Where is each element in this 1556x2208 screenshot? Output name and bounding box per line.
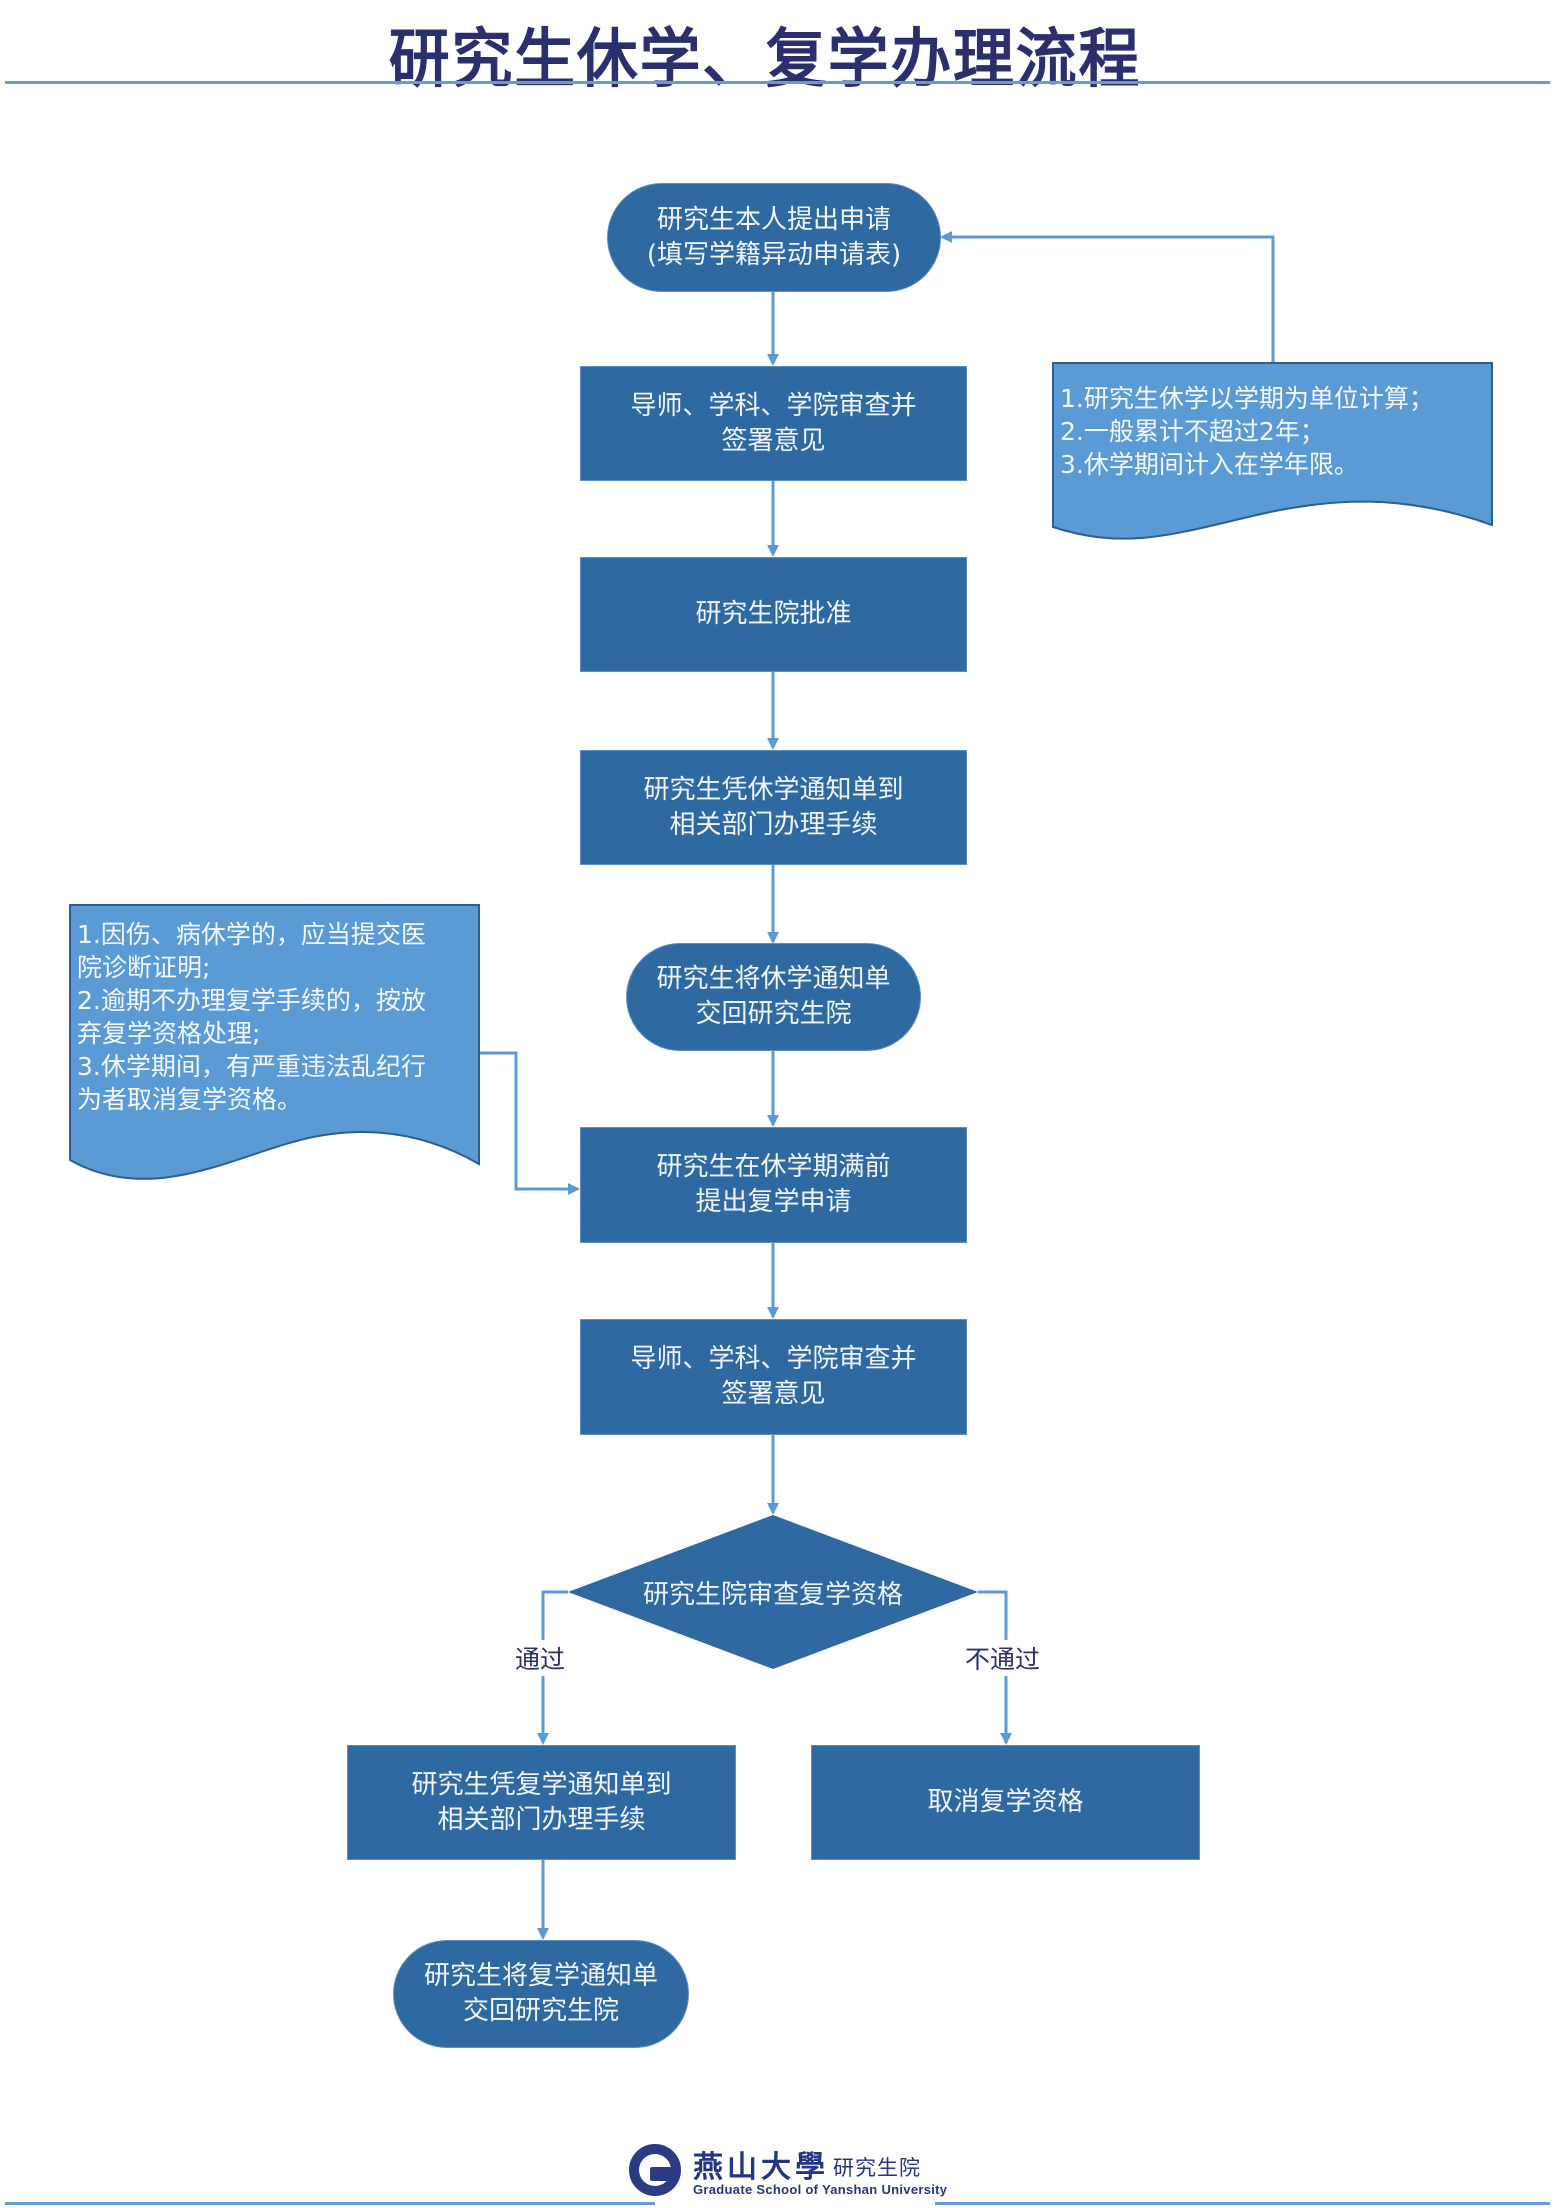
- branch-label-pass: 通过: [513, 1640, 568, 1676]
- university-name-cn: 燕山大學: [693, 2150, 829, 2185]
- page-title: 研究生休学、复学办理流程: [388, 23, 1142, 97]
- node-cancel-label: 取消复学资格: [927, 1787, 1084, 1817]
- node-procedures-2-line1: 研究生凭复学通知单到: [411, 1769, 672, 1800]
- node-review-2: 导师、学科、学院审查并 签署意见: [580, 1319, 967, 1435]
- branch-label-fail: 不通过: [963, 1640, 1043, 1676]
- note-left-line-4: 弃复学资格处理;: [77, 1019, 261, 1048]
- node-review-2-line1: 导师、学科、学院审查并: [630, 1344, 917, 1374]
- node-return-notice-2-line2: 交回研究生院: [462, 1996, 619, 2026]
- note-left: 1.因伤、病休学的，应当提交医 院诊断证明; 2.逾期不办理复学手续的，按放 弃…: [77, 918, 426, 1116]
- node-procedures-1-line2: 相关部门办理手续: [669, 809, 878, 840]
- node-resume-apply: 研究生在休学期满前 提出复学申请: [580, 1127, 967, 1243]
- note-right-item-2: 2.一般累计不超过2年；: [1060, 417, 1325, 446]
- node-review-1: 导师、学科、学院审查并 签署意见: [580, 366, 967, 481]
- connector-left-note-resume: [478, 1051, 580, 1195]
- decision-label: 研究生院审查复学资格: [642, 1580, 903, 1610]
- node-apply-line2: (填写学籍异动申请表): [646, 239, 902, 270]
- node-return-notice-1-line1: 研究生将休学通知单: [656, 964, 891, 994]
- university-name-en: Graduate School of Yanshan University: [693, 2182, 948, 2197]
- note-left-line-5: 3.休学期间，有严重违法乱纪行: [77, 1052, 426, 1081]
- node-return-notice-2-line1: 研究生将复学通知单: [423, 1961, 658, 1991]
- node-review-1-line1: 导师、学科、学院审查并: [630, 390, 917, 421]
- title-divider: [5, 81, 1550, 84]
- node-approve: 研究生院批准: [580, 557, 967, 672]
- footer-logo: 燕山大學 研究生院 Graduate School of Yanshan Uni…: [625, 2140, 948, 2202]
- node-return-notice-2: 研究生将复学通知单 交回研究生院: [393, 1940, 689, 2048]
- node-apply-line1: 研究生本人提出申请: [656, 204, 891, 235]
- note-left-line-1: 1.因伤、病休学的，应当提交医: [77, 920, 426, 949]
- node-return-notice-1-line2: 交回研究生院: [695, 999, 852, 1029]
- connector-decision-pass: [537, 1590, 568, 1745]
- connector-right-note-apply: [940, 231, 1275, 365]
- node-cancel: 取消复学资格: [811, 1745, 1200, 1860]
- decision-diamond: [568, 1515, 978, 1669]
- note-right: 1.研究生休学以学期为单位计算； 2.一般累计不超过2年； 3.休学期间计入在学…: [1060, 382, 1434, 481]
- node-approve-label: 研究生院批准: [695, 599, 852, 629]
- node-return-notice-1: 研究生将休学通知单 交回研究生院: [626, 943, 921, 1051]
- connector-decision-fail: [978, 1590, 1012, 1745]
- note-left-line-6: 为者取消复学资格。: [77, 1085, 303, 1114]
- university-seal-icon: [629, 2144, 681, 2196]
- node-apply: 研究生本人提出申请 (填写学籍异动申请表): [607, 183, 941, 292]
- node-review-1-line2: 签署意见: [721, 425, 826, 456]
- node-procedures-2: 研究生凭复学通知单到 相关部门办理手续: [347, 1745, 736, 1860]
- node-procedures-1-line1: 研究生凭休学通知单到: [643, 774, 904, 805]
- note-right-item-3: 3.休学期间计入在学年限。: [1060, 450, 1359, 479]
- note-right-item-1: 1.研究生休学以学期为单位计算；: [1060, 384, 1434, 413]
- note-right-shape: [1052, 362, 1493, 540]
- note-left-line-3: 2.逾期不办理复学手续的，按放: [77, 986, 426, 1015]
- node-procedures-1: 研究生凭休学通知单到 相关部门办理手续: [580, 750, 967, 865]
- note-left-shape: [69, 904, 480, 1180]
- footer-divider-left: [5, 2202, 655, 2205]
- footer-divider-right: [935, 2202, 1550, 2205]
- department-name-cn: 研究生院: [833, 2156, 921, 2180]
- node-review-2-line2: 签署意见: [721, 1379, 826, 1409]
- node-procedures-2-line2: 相关部门办理手续: [437, 1804, 646, 1835]
- node-resume-apply-line2: 提出复学申请: [695, 1187, 852, 1217]
- node-resume-apply-line1: 研究生在休学期满前: [656, 1152, 891, 1182]
- note-left-line-2: 院诊断证明;: [77, 953, 211, 982]
